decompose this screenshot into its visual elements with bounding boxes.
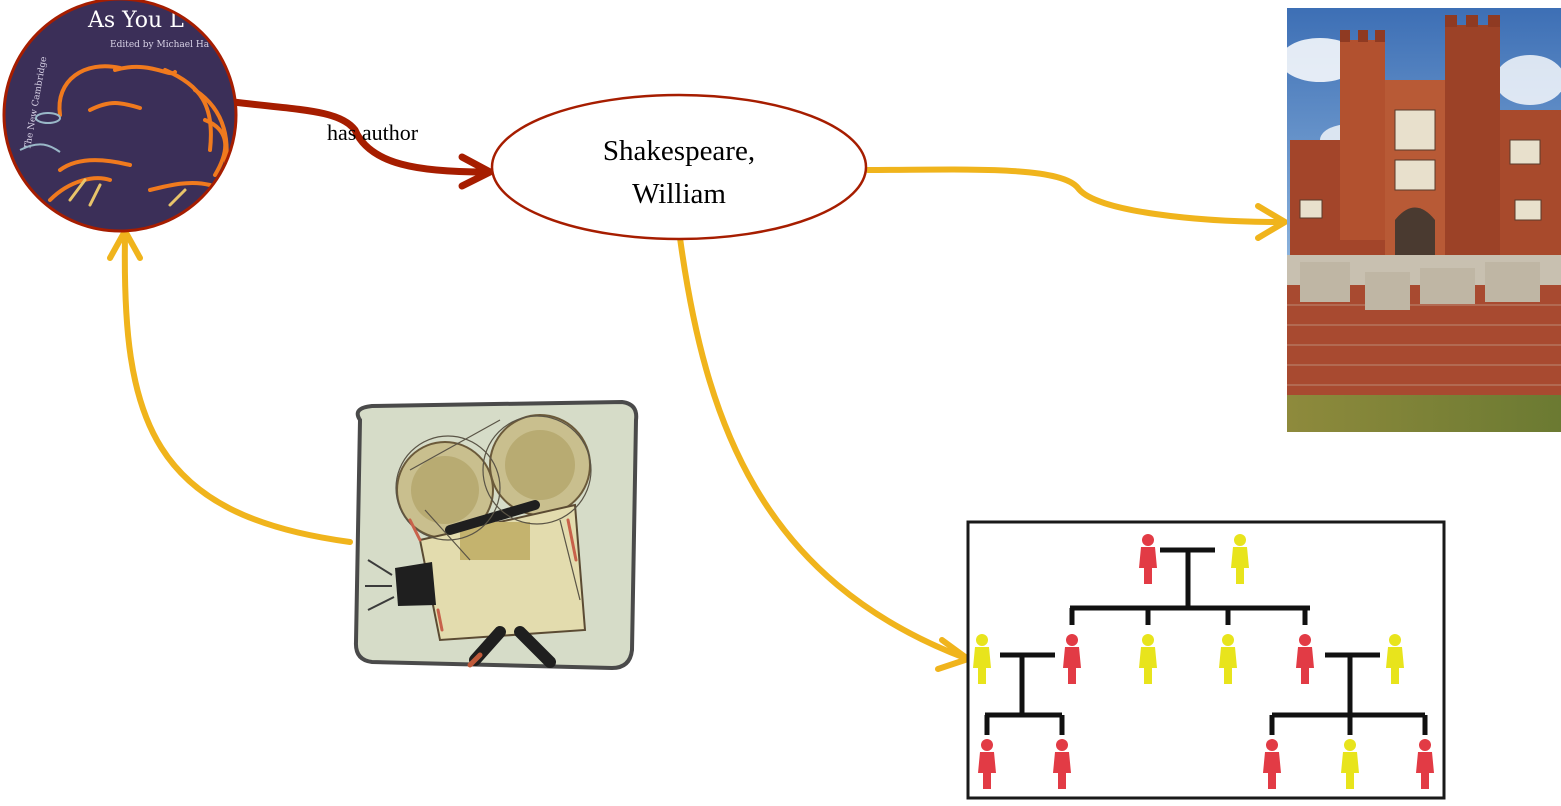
author-ellipse	[490, 93, 868, 241]
edge-has-author-line	[229, 98, 489, 176]
family-tree-icon[interactable]	[966, 520, 1446, 800]
film-camera-icon[interactable]	[353, 399, 639, 671]
edge-has-author	[229, 98, 494, 190]
edge-author-to-palace	[865, 166, 1288, 241]
book-cover-editor: Edited by Michael Ha	[110, 40, 210, 50]
book-cover-title: As You L	[87, 8, 184, 33]
book-cover-portrait-icon[interactable]: As You L Edited by Michael Ha The New Ca…	[0, 0, 240, 240]
palace-photo-icon[interactable]	[1280, 8, 1561, 432]
edge-has-author-arrowhead	[458, 153, 494, 190]
node-author[interactable]: Shakespeare, William	[490, 93, 868, 241]
edge-film-to-book	[107, 228, 353, 545]
edge-label-has-author: has author	[327, 120, 419, 145]
edge-author-to-family-tree	[677, 235, 971, 672]
author-name-line1: Shakespeare,	[603, 135, 755, 167]
author-name-line2: William	[632, 178, 726, 210]
